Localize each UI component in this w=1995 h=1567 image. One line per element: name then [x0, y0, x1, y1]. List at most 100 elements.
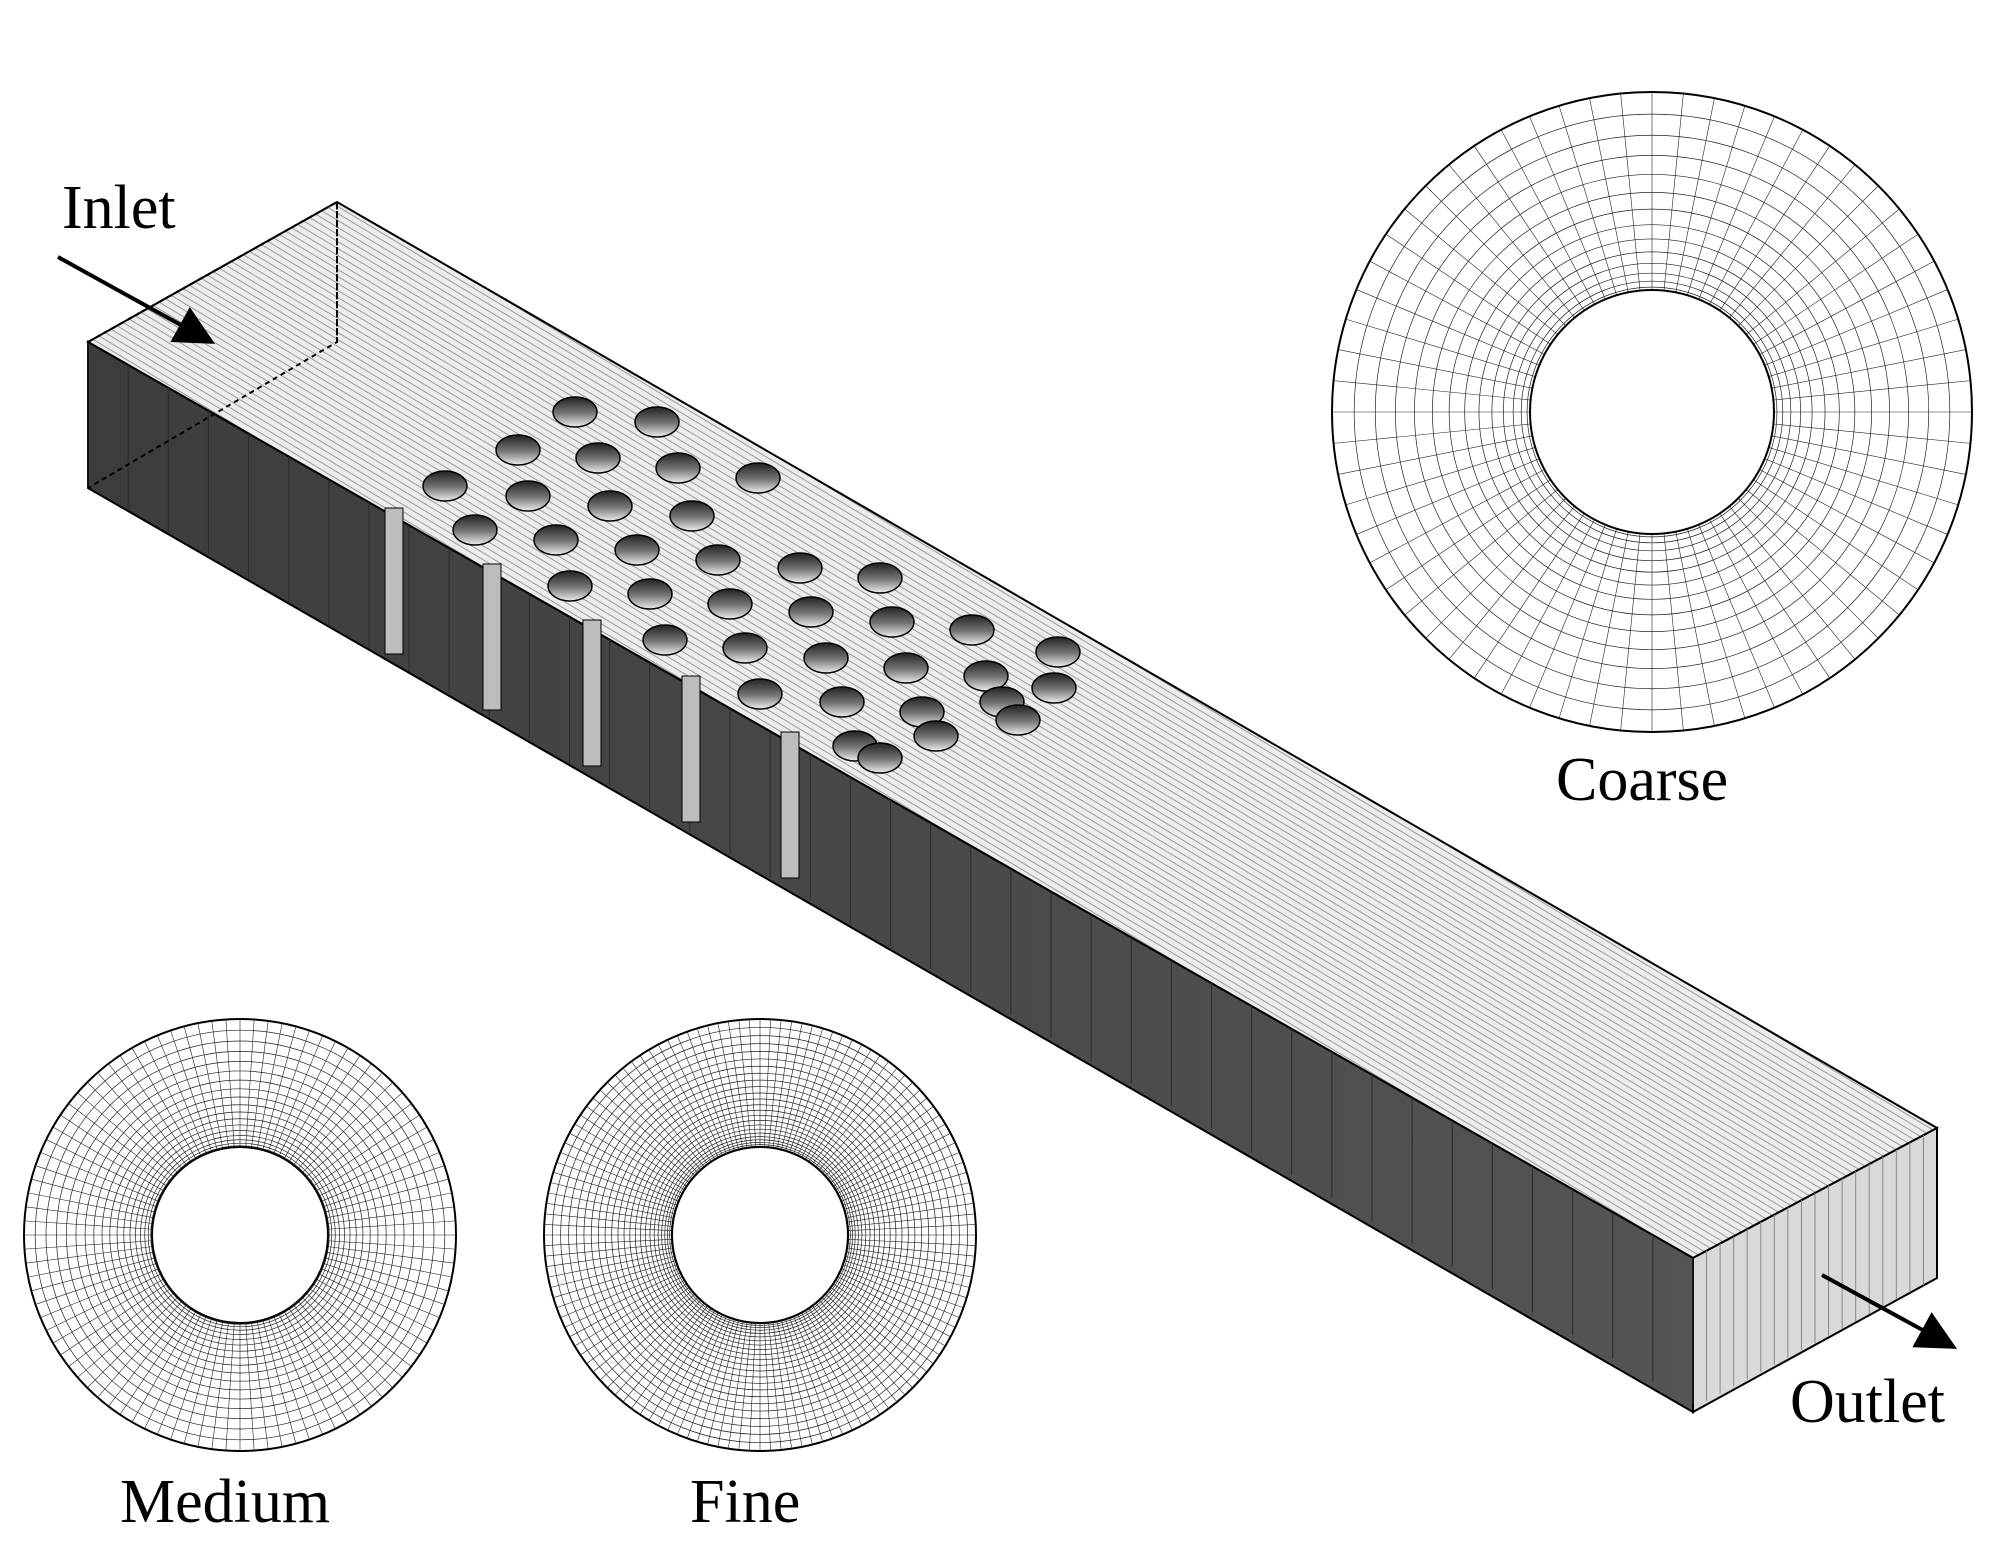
- annulus-spoke-line: [1771, 349, 1966, 389]
- annulus-spoke-line: [108, 1063, 187, 1166]
- annulus-spoke-line: [586, 1287, 690, 1364]
- pin-fin-hole: [777, 552, 823, 584]
- annulus-spoke-line: [245, 1019, 255, 1148]
- outlet-face-mesh-lines: [1706, 1135, 1924, 1401]
- annulus-spoke-line: [1698, 116, 1775, 300]
- annulus-spoke-line: [97, 1072, 183, 1170]
- annulus-spoke-line: [544, 1224, 673, 1231]
- annulus-spoke-line: [87, 1297, 178, 1388]
- annulus-spoke-line: [580, 1114, 687, 1187]
- annulus-spoke-line: [550, 1182, 675, 1214]
- annulus-spoke-line: [815, 1067, 898, 1168]
- coarse-mesh-annulus: [1331, 91, 1973, 733]
- annulus-spoke-line: [728, 1021, 748, 1148]
- pin-fin-hole: [642, 624, 688, 656]
- annulus-spoke-line: [68, 1103, 171, 1182]
- annulus-inner-boundary: [151, 1146, 329, 1324]
- annulus-spoke-line: [211, 1322, 229, 1450]
- annulus-spoke-line: [1773, 423, 1971, 444]
- outlet-label: Outlet: [1790, 1368, 1945, 1436]
- annulus-spoke-line: [781, 1025, 813, 1150]
- annulus-spoke-line: [1753, 233, 1919, 345]
- inlet-dashed-outline: [87, 200, 338, 489]
- annulus-spoke-line: [183, 1319, 218, 1444]
- annulus-spoke-line: [812, 1061, 889, 1165]
- annulus-spoke-line: [599, 1293, 695, 1381]
- annulus-spoke-line: [1746, 208, 1900, 335]
- annulus-spoke-line: [327, 1206, 455, 1224]
- pin-fin-hole: [533, 524, 579, 556]
- annulus-spoke-line: [847, 1243, 975, 1257]
- annulus-spoke-line: [1345, 447, 1536, 506]
- annulus-spoke-line: [738, 1322, 752, 1450]
- annulus-spoke-line: [1687, 528, 1746, 719]
- annulus-spoke-line: [772, 1021, 792, 1148]
- annulus-spoke-line: [622, 1067, 705, 1168]
- annulus-spoke-line: [278, 1313, 336, 1429]
- annulus-spoke-line: [648, 1049, 716, 1160]
- annulus-spoke-line: [1620, 93, 1641, 291]
- annulus-spoke-line: [785, 1319, 823, 1442]
- pin-fin-hole: [949, 614, 995, 646]
- annulus-spoke-line: [842, 1264, 964, 1309]
- annulus-spoke-line: [1729, 506, 1856, 660]
- annulus-spoke-line: [553, 1172, 676, 1210]
- annulus-spoke-line: [24, 1220, 153, 1230]
- annulus-spoke-line: [845, 1256, 970, 1288]
- annulus-spoke-line: [28, 1251, 154, 1278]
- annulus-spoke-line: [789, 1317, 834, 1439]
- annulus-spoke-line: [288, 1308, 361, 1415]
- annulus-spoke-line: [564, 1272, 681, 1328]
- annulus-spoke-line: [68, 1288, 171, 1367]
- annulus-spoke-line: [1448, 164, 1575, 318]
- annulus-spoke-line: [1529, 524, 1606, 708]
- fine-mesh-annulus: [543, 1018, 977, 1452]
- annulus-spoke-line: [170, 1030, 212, 1152]
- annulus-spoke-line: [569, 1132, 683, 1194]
- annulus-spoke-line: [251, 1322, 269, 1450]
- annulus-spoke-line: [776, 1321, 803, 1447]
- annulus-spoke-line: [544, 1239, 673, 1246]
- annulus-spoke-line: [1345, 318, 1536, 377]
- annulus-spoke-line: [1768, 447, 1959, 506]
- pin-fin-holes: [422, 396, 1081, 774]
- annulus-spoke-line: [1746, 489, 1900, 616]
- annulus-spoke-line: [844, 1260, 967, 1298]
- annulus-spoke-line: [846, 1251, 972, 1278]
- annulus-spoke-line: [1773, 380, 1971, 401]
- pin-fin-hole: [495, 434, 541, 466]
- annulus-spoke-line: [97, 1300, 183, 1398]
- annulus-spoke-line: [157, 1316, 207, 1435]
- annulus-spoke-line: [550, 1256, 675, 1288]
- annulus-spoke-line: [1768, 318, 1959, 377]
- annulus-spoke-line: [1719, 513, 1831, 679]
- annulus-spoke-line: [305, 1092, 403, 1178]
- annulus-spoke-line: [772, 1322, 792, 1449]
- annulus-spoke-line: [1764, 289, 1948, 366]
- annulus-spoke-line: [830, 1287, 934, 1364]
- annulus-spoke-line: [321, 1152, 440, 1202]
- annulus-spoke-line: [545, 1213, 673, 1227]
- pin-fin-hole: [722, 632, 768, 664]
- annulus-spoke-line: [28, 1192, 154, 1219]
- annulus-spoke-line: [815, 1302, 898, 1403]
- annulus-spoke-line: [818, 1300, 906, 1396]
- pin-fin-cut: [681, 675, 701, 823]
- annulus-spoke-line: [1473, 145, 1585, 311]
- annulus-spoke-line: [808, 1308, 881, 1415]
- annulus-spoke-line: [1764, 458, 1948, 535]
- annulus-spoke-line: [847, 1239, 976, 1246]
- pin-fin-hole: [995, 704, 1041, 736]
- annulus-spoke-line: [1369, 469, 1545, 564]
- annulus-spoke-line: [1529, 116, 1606, 300]
- annulus-spoke-line: [548, 1192, 674, 1219]
- annulus-spoke-line: [1620, 533, 1641, 731]
- pin-fin-hole: [707, 588, 753, 620]
- annulus-spoke-line: [1698, 524, 1775, 708]
- annulus-spoke-line: [40, 1152, 159, 1202]
- pin-fin-hole: [857, 562, 903, 594]
- annulus-spoke-line: [31, 1178, 156, 1213]
- annulus-spoke-line: [793, 1316, 843, 1435]
- annulus-spoke-line: [768, 1322, 782, 1450]
- annulus-spoke-line: [327, 1246, 455, 1264]
